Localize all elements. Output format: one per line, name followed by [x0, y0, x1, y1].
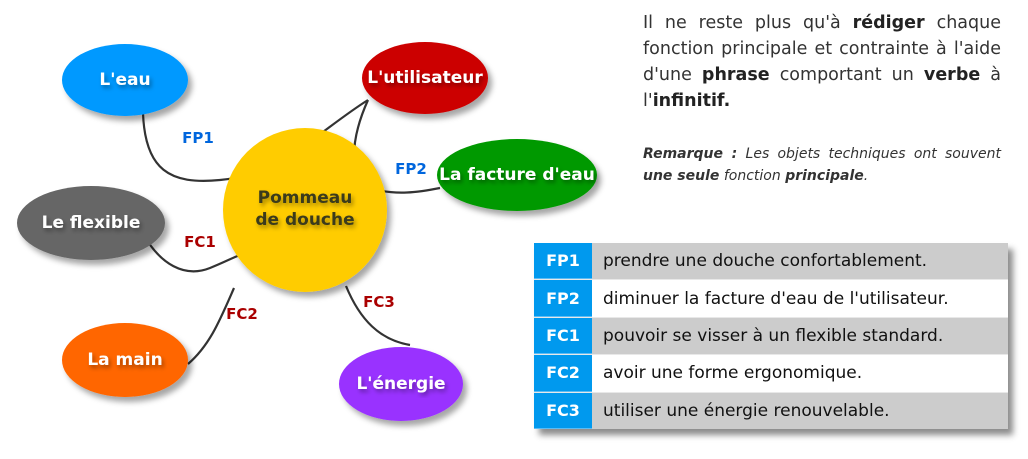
- table-row: FP1 prendre une douche confortablement.: [534, 243, 1008, 281]
- intro-paragraph: Il ne reste plus qu'à rédiger chaque fon…: [643, 10, 1001, 114]
- edge-label-fc1: FC1: [184, 233, 216, 251]
- node-flexible: Le flexible: [17, 186, 165, 260]
- edge-fc3-path: [344, 285, 411, 347]
- center-label-line2: de douche: [255, 210, 354, 230]
- edge-label-fc2: FC2: [226, 305, 258, 323]
- function-text: utiliser une énergie renouvelable.: [592, 392, 1008, 429]
- function-code: FP2: [534, 280, 592, 317]
- node-utilisateur: L'utilisateur: [362, 42, 488, 114]
- edge-fc2-path: [187, 287, 236, 365]
- function-code: FC2: [534, 355, 592, 392]
- intro-text: Il ne reste plus qu'à: [643, 13, 853, 33]
- remark-bold: principale: [785, 168, 864, 184]
- intro-bold: verbe: [923, 65, 981, 85]
- edge-label-fp1: FP1: [182, 129, 214, 147]
- intro-text: comportant un: [769, 65, 924, 85]
- table-row: FC2 avoir une forme ergonomique.: [534, 355, 1008, 393]
- node-facture: La facture d'eau: [437, 139, 597, 211]
- node-label: Le flexible: [42, 213, 141, 233]
- table-row: FC1 pouvoir se visser à un flexible stan…: [534, 317, 1008, 356]
- node-label: La main: [87, 350, 162, 370]
- center-node: Pommeau de douche: [223, 128, 387, 292]
- functions-table: FP1 prendre une douche confortablement. …: [534, 243, 1008, 429]
- node-label: L'énergie: [356, 374, 445, 394]
- intro-text: chaque fonction principale et contrainte…: [643, 13, 1001, 85]
- function-code: FP1: [534, 243, 592, 280]
- remark-text: Les objets techniques ont souvent: [737, 146, 1001, 162]
- intro-bold: phrase: [701, 65, 770, 85]
- edge-fc1-path: [141, 231, 241, 273]
- function-text: avoir une forme ergonomique.: [592, 355, 1008, 392]
- node-energie: L'énergie: [339, 347, 463, 421]
- remark-paragraph: Remarque : Les objets techniques ont sou…: [643, 143, 1001, 187]
- remark-text: fonction: [719, 168, 786, 184]
- function-text: pouvoir se visser à un flexible standard…: [592, 317, 1008, 355]
- function-text: prendre une douche confortablement.: [592, 243, 1008, 280]
- function-code: FC1: [534, 317, 592, 355]
- edge-label-fc3: FC3: [363, 293, 395, 311]
- intro-bold: rédiger: [852, 13, 925, 33]
- edge-label-fp2: FP2: [395, 160, 427, 178]
- intro-bold: infinitif.: [652, 91, 731, 111]
- edge-fp1-path: [141, 99, 369, 182]
- function-text: diminuer la facture d'eau de l'utilisate…: [592, 280, 1008, 317]
- node-label: L'utilisateur: [367, 68, 483, 88]
- center-label-line1: Pommeau: [258, 188, 353, 208]
- remark-text: .: [863, 168, 869, 184]
- remark-bold: une seule: [643, 168, 720, 184]
- node-eau: L'eau: [62, 44, 188, 116]
- table-row: FP2 diminuer la facture d'eau de l'utili…: [534, 280, 1008, 318]
- node-label: L'eau: [99, 70, 150, 90]
- node-label: La facture d'eau: [439, 165, 595, 185]
- remark-bold: Remarque :: [643, 146, 738, 162]
- function-code: FC3: [534, 392, 592, 429]
- connectors: [141, 99, 441, 365]
- node-main: La main: [62, 323, 188, 397]
- intro-text: à l': [643, 65, 1001, 111]
- table-row: FC3 utiliser une énergie renouvelable.: [534, 392, 1008, 429]
- interactor-diagram: Pommeau de douche L'eau L'utilisateur La…: [17, 42, 597, 421]
